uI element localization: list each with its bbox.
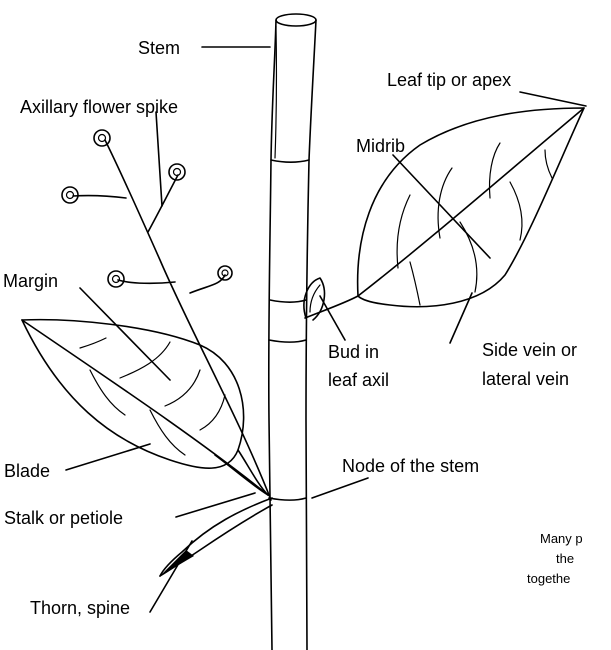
label-bud-line1: Bud in [328,342,379,362]
label-stalk: Stalk or petiole [4,508,123,528]
label-note-line1: Many p [540,531,583,546]
stem [269,14,316,650]
thorn-tip [160,550,194,576]
label-bud-line2: leaf axil [328,370,389,390]
label-node: Node of the stem [342,456,479,476]
label-midrib: Midrib [356,136,405,156]
label-margin: Margin [3,271,58,291]
label-leaf-tip: Leaf tip or apex [387,70,511,90]
label-axillary-flower-spike: Axillary flower spike [20,97,178,117]
right-leaf [305,108,584,318]
label-note-line3: togethe [527,571,570,586]
label-side-vein-line2: lateral vein [482,369,569,389]
label-blade: Blade [4,461,50,481]
left-leaf [22,320,268,495]
label-stem: Stem [138,38,180,58]
label-note-line2: the [556,551,574,566]
label-side-vein-line1: Side vein or [482,340,577,360]
thorn [160,498,272,576]
label-thorn: Thorn, spine [30,598,130,618]
labels: Stem Leaf tip or apex Axillary flower sp… [3,38,583,618]
